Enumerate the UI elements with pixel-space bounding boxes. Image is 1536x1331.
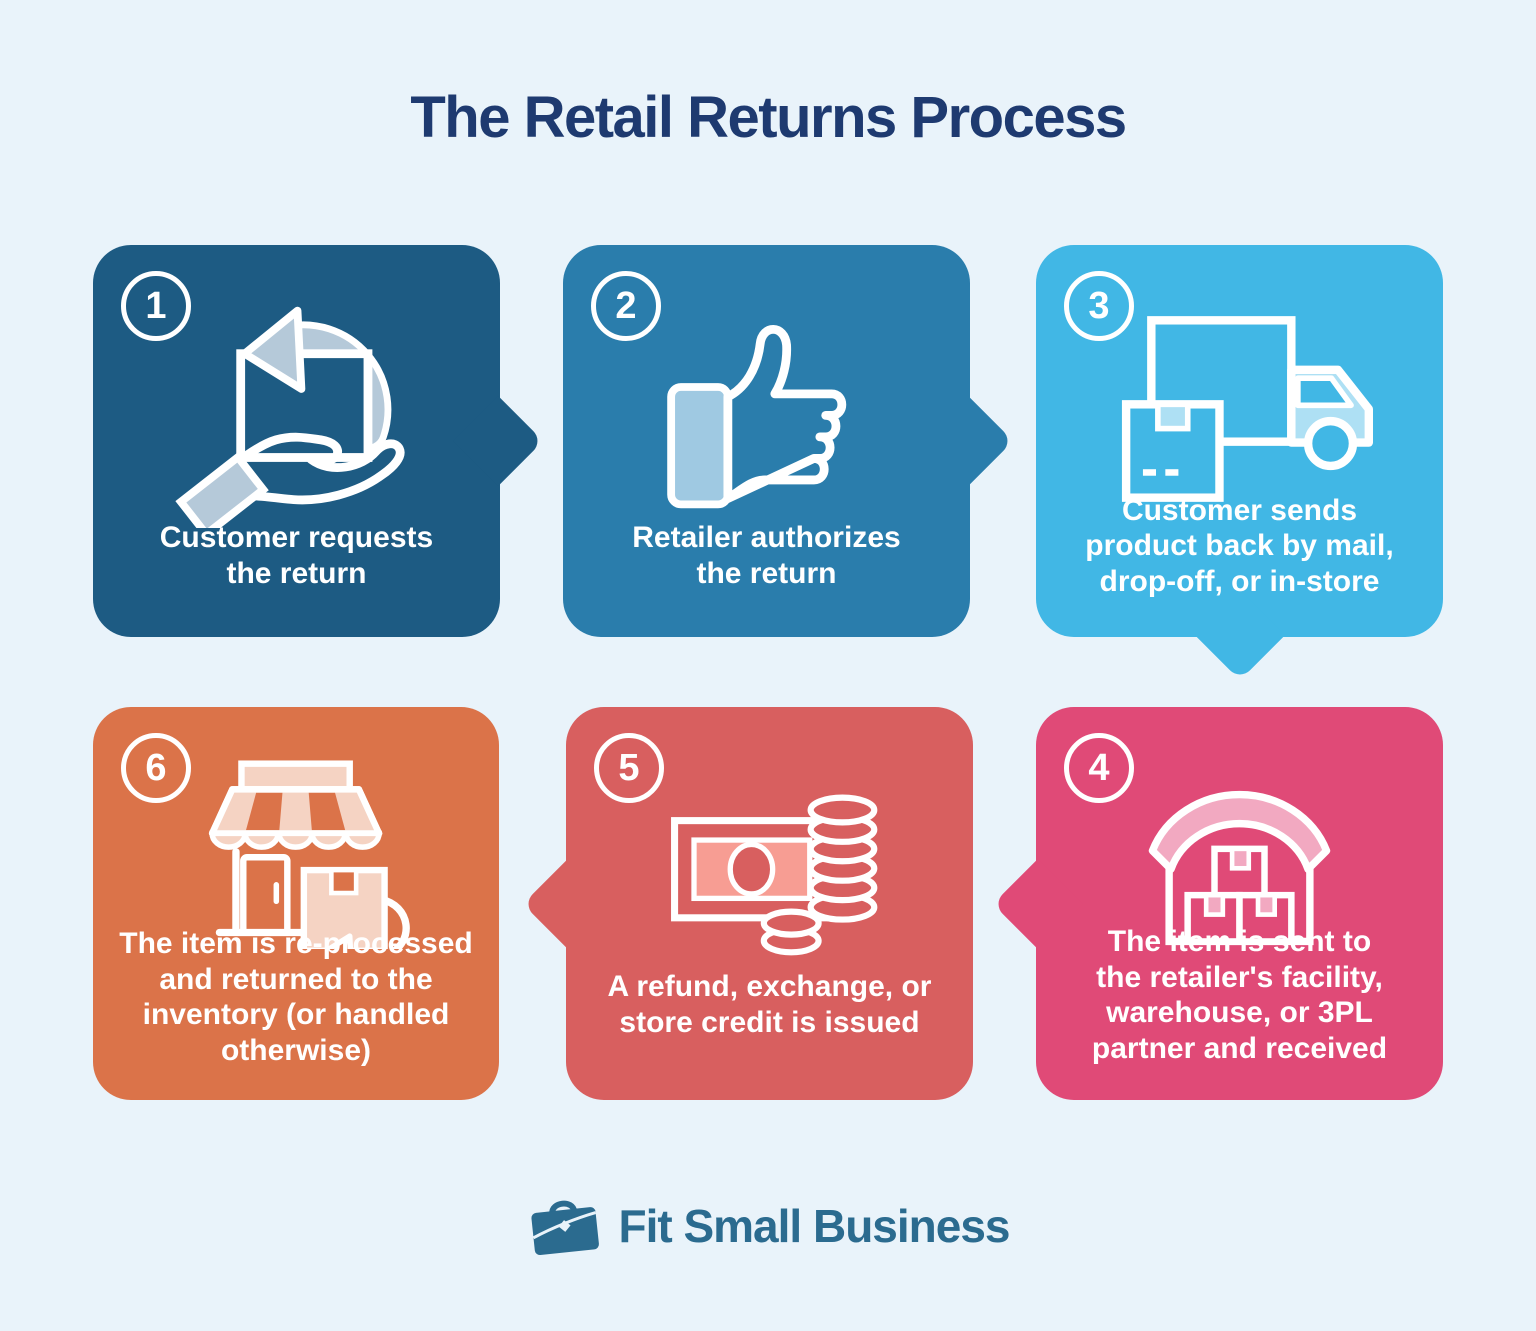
step-card-1: 1 Customer requests the return (93, 245, 544, 637)
step-card-3: 3 Customer sends product back by mail, d… (1036, 245, 1443, 681)
footer-logo: Fit Small Business (0, 1190, 1536, 1262)
step-number-badge: 2 (591, 271, 661, 341)
briefcase-icon (526, 1193, 604, 1259)
step-card-2: 2 Retailer authorizes the return (563, 245, 1014, 637)
delivery-truck-icon (1036, 297, 1443, 507)
arrow-down-connector (1194, 589, 1285, 681)
thumbs-up-icon (563, 297, 970, 522)
storefront-return-icon (93, 749, 499, 949)
step-caption: Retailer authorizes the return (632, 521, 901, 590)
step-caption: Customer requests the return (159, 521, 434, 590)
warehouse-icon (1036, 747, 1443, 947)
step-number-badge: 3 (1064, 271, 1134, 341)
step-caption: The item is sent to the retailer's facil… (1091, 925, 1388, 1065)
logo-text: Fit Small Business (618, 1200, 1010, 1252)
step-number-badge: 1 (121, 271, 191, 341)
step-card-6: 6 The item (93, 707, 499, 1100)
money-coins-icon (566, 757, 973, 962)
step-number-badge: 6 (121, 733, 191, 803)
step-number-badge: 5 (594, 733, 664, 803)
step-card-5: 5 A refund, exchange, (522, 707, 973, 1100)
page-title: The Retail Returns Process (410, 85, 1127, 150)
step-caption: The item is re-processed and returned to… (119, 927, 473, 1067)
step-number-badge: 4 (1064, 733, 1134, 803)
hand-box-return-icon (93, 293, 500, 528)
step-caption: Customer sends product back by mail, dro… (1085, 493, 1394, 598)
step-card-4: 4 The item is sent to the retailer's fac… (992, 707, 1443, 1100)
step-caption: A refund, exchange, or store credit is i… (607, 970, 932, 1039)
